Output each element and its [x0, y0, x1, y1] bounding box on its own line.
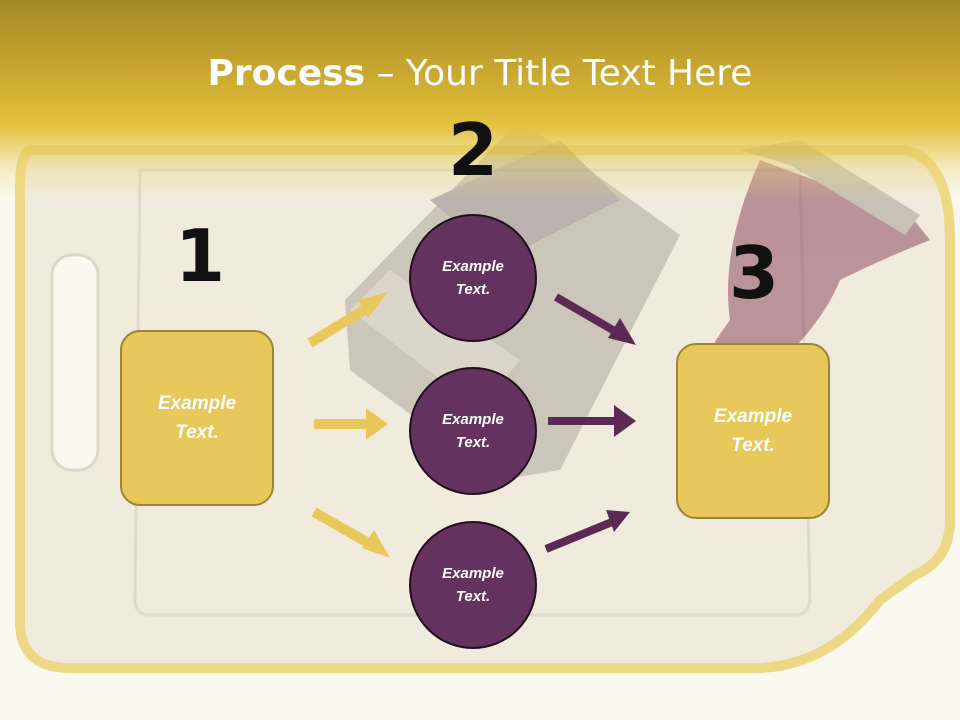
circle-bottom-text: Example Text. [442, 565, 504, 605]
arrow-middle-to-3 [548, 405, 636, 437]
step-2-number: 2 [447, 108, 499, 192]
title-rest: – Your Title Text Here [365, 53, 753, 94]
title-band [0, 0, 960, 200]
arrow-1-to-bottom [311, 507, 390, 558]
step-1-box: Example Text. [120, 330, 274, 506]
step-2-circle-middle: Example Text. [409, 367, 537, 495]
arrow-bottom-to-3 [544, 510, 630, 553]
step-1-text: Example Text. [157, 393, 237, 443]
circle-middle-text: Example Text. [442, 411, 504, 451]
step-1-number: 1 [174, 214, 226, 298]
arrow-top-to-3 [553, 293, 636, 345]
arrow-1-to-top [307, 292, 388, 348]
step-3-number: 3 [728, 231, 780, 315]
step-3-text: Example Text. [713, 406, 793, 456]
arrow-1-to-middle [314, 408, 388, 440]
step-2-circle-top: Example Text. [409, 214, 537, 342]
circle-top-text: Example Text. [442, 258, 504, 298]
title-bold: Process [207, 53, 366, 94]
step-2-circle-bottom: Example Text. [409, 521, 537, 649]
slide-title: Process – Your Title Text Here [0, 52, 960, 96]
step-3-box: Example Text. [676, 343, 830, 519]
